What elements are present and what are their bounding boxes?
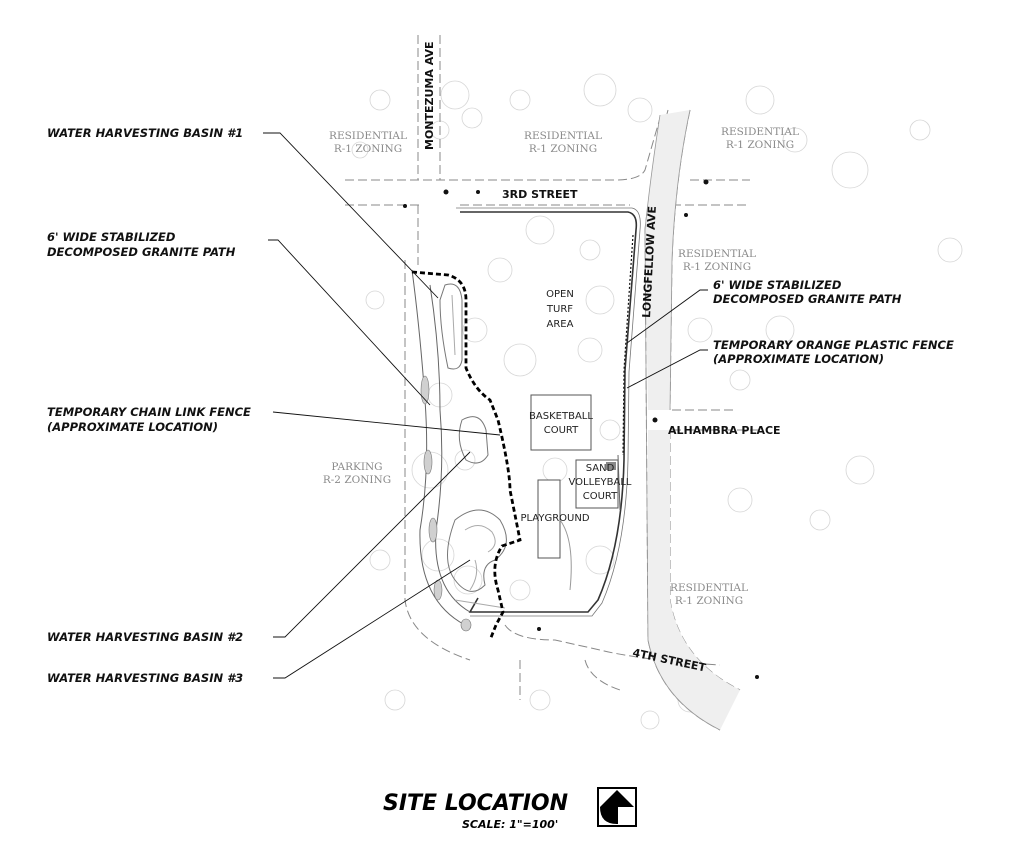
north-arrow-icon [597,787,637,827]
zone-label: R-1 ZONING [334,143,402,155]
basketball-label: COURT [544,425,579,436]
turf-label: AREA [547,319,574,330]
utility-points [403,179,759,679]
callout-path-left-line2: DECOMPOSED GRANITE PATH [47,245,236,259]
playground [537,479,561,559]
callout-path-left-line1: 6' WIDE STABILIZED [47,230,176,244]
callout-path-right-line1: 6' WIDE STABILIZED [713,278,842,292]
callout-orange-fence-line1: TEMPORARY ORANGE PLASTIC FENCE [713,338,954,352]
volleyball-label: VOLLEYBALL [569,477,632,488]
street-label-longfellow: LONGFELLOW AVE [640,206,659,318]
street-label-alhambra: ALHAMBRA PLACE [668,424,781,437]
callout-basin-2: WATER HARVESTING BASIN #2 [47,630,243,644]
zone-label: RESIDENTIAL [670,582,748,594]
volleyball-label: COURT [583,491,618,502]
road-fill [645,110,740,730]
callout-path-right-line2: DECOMPOSED GRANITE PATH [713,292,902,306]
zone-label: RESIDENTIAL [524,130,602,142]
drawing-title: SITE LOCATION [383,791,568,816]
park-boundary [456,207,641,617]
feature-labels: OPEN TURF AREA BASKETBALL COURT SAND VOL… [520,289,631,524]
zone-label: R-1 ZONING [683,261,751,273]
callout-chain-fence-line1: TEMPORARY CHAIN LINK FENCE [47,405,251,419]
zone-label: RESIDENTIAL [329,130,407,142]
zoning-labels: RESIDENTIAL R-1 ZONING RESIDENTIAL R-1 Z… [323,126,799,607]
basketball-court [530,394,592,451]
zone-label: PARKING [331,461,382,473]
drawing-scale: SCALE: 1"=100' [462,818,558,831]
courts [530,394,621,591]
callout-orange-fence-line2: (APPROXIMATE LOCATION) [713,352,884,366]
volleyball-label: SAND [586,463,615,474]
zone-label: R-1 ZONING [529,143,597,155]
callout-basin-3: WATER HARVESTING BASIN #3 [47,671,243,685]
zone-label: R-1 ZONING [675,595,743,607]
sidewalk-lines [644,109,721,731]
zone-label: RESIDENTIAL [678,248,756,260]
street-label-3rd: 3RD STREET [502,188,578,201]
playground-label: PLAYGROUND [520,513,589,524]
zone-label: R-2 ZONING [323,474,391,486]
turf-label: TURF [546,304,573,315]
leader-lines [263,132,708,679]
turf-label: OPEN [546,289,574,300]
chain-link-fence [411,270,522,641]
zone-label: R-1 ZONING [726,139,794,151]
west-strip [411,269,507,626]
callout-chain-fence-line2: (APPROXIMATE LOCATION) [47,420,218,434]
callout-basin-1: WATER HARVESTING BASIN #1 [47,126,243,140]
basin-hatching [420,375,472,632]
basketball-label: BASKETBALL [529,411,593,422]
street-label-montezuma: MONTEZUMA AVE [423,41,436,150]
zone-label: RESIDENTIAL [721,126,799,138]
